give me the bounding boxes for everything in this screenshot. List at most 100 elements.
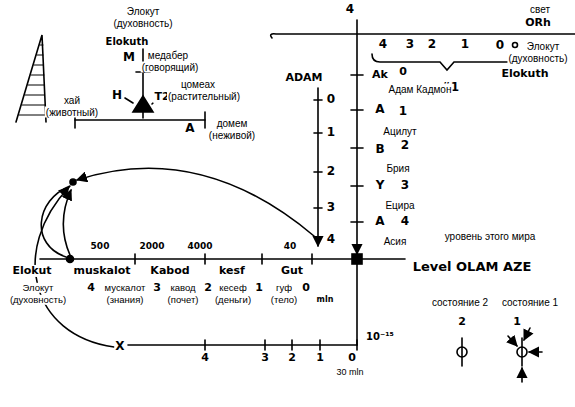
diagram-label: Y [375,179,386,192]
state-arrow [508,336,517,346]
diagram-label: A [184,122,195,135]
diagram-label: 40 [283,242,298,252]
diagram-label: уровень этого мира [444,231,537,242]
diagram-label: 1 [254,282,264,294]
diagram-label: kesf [218,265,246,277]
diagram-label: muskalot [72,265,131,277]
diagram-label: Асия [383,236,408,247]
diagram-label: 4 [86,282,96,294]
top-line [271,34,575,38]
diagram-label: Элокут [22,283,55,293]
diagram-label: кесеф [218,283,247,293]
adam-ticks [314,100,322,208]
diagram-label: 0 [495,39,505,52]
diagram-label: 2 [400,139,410,152]
state-symbol [461,338,463,366]
bottom-axis [128,344,357,346]
diagram-label: 2 [203,282,213,294]
diagram-label: (почет) [167,295,200,305]
diagram-label: 4 [200,352,210,364]
diagram-label: Брия [385,163,410,174]
diagram-label: ADAM [284,72,323,84]
diagram-label: 2 [326,165,336,178]
diagram-label: 10⁻¹⁵ [365,331,395,342]
diagram-label: мускалот [104,283,147,293]
diagram-label: свет [529,4,551,15]
diagram-label: Elokuth [105,36,150,47]
diagram-label: 4 [400,215,410,228]
diagram-label: Elokut [11,265,52,277]
diagram-label: 0 [301,282,311,294]
diagram-label: B [374,143,385,156]
diagram-label: A [374,103,385,116]
diagram-label: 3 [400,179,410,192]
diagram-label: (духовность) [112,18,173,29]
world-axis [40,258,405,260]
diagram-label: 1 [315,352,325,364]
diagram-label: 3 [405,38,415,51]
diagram-label: 3 [326,201,336,214]
diagram-label: (духовность) [507,53,568,64]
diagram-label: Elokuth [500,68,549,80]
diagram-label: хай [63,95,81,106]
diagram-label: кавод [169,283,196,293]
diagram-label: гуф [275,283,293,293]
diagram-label: 2 [457,316,467,328]
light-point [513,43,518,48]
diagram-label: 1 [398,105,408,118]
world-ticks [135,254,312,264]
diagram-label: 4 [345,3,355,16]
diagram-label: (растительный) [167,91,241,102]
diagram-label: 3 [152,282,162,294]
diagram-label: (тело) [270,295,298,305]
return-arrow [77,168,314,236]
diagram-label: состояние 1 [501,297,559,308]
diagram-label: (говорящий) [141,62,200,73]
level-bar [75,119,205,121]
diagram-label: Ецира [384,200,415,211]
diagram-label: 500 [90,242,111,252]
diagram-label: медабер [147,50,189,61]
diagram-label: 30 mln [335,368,364,378]
diagram-label: H [111,89,123,102]
diagram-label: Элокут [126,6,160,17]
diagram-label: Level OLAM AZE [412,260,533,274]
diagram-label: 2 [427,38,437,51]
axis-ticks [351,75,363,222]
source-point [70,179,76,185]
diagram-label: (неживой) [208,130,256,141]
diagram-label: ORh [524,17,552,29]
diagram-label: Адам Кадмон [388,84,453,95]
diagram-label: Ak [371,69,389,81]
diagram-label: (деньги) [214,295,252,305]
diagram-label: 1 [512,316,522,328]
world-point [67,256,74,263]
diagram-label: состояние 2 [431,297,489,308]
diagram-label: (духовность) [9,295,67,305]
diagram-label: 1 [460,38,470,51]
state-arrow [524,328,530,340]
pyramid-outline [16,35,46,122]
state-symbol [521,338,523,366]
diagram-label: Kabod [149,265,190,277]
state-arrow [529,351,542,353]
diagram-label: Gut [280,265,304,277]
diagram-label: 4 [378,38,388,51]
diagram-label: A [374,215,385,228]
figure-arm [152,103,153,104]
diagram-label: цомеах [180,79,216,90]
adam-axis [317,88,319,246]
diagram-label: 3 [260,352,270,364]
figure-arm [125,98,133,103]
diagram-label: Элокут [526,41,560,52]
diagram-label: 2 [287,352,297,364]
diagram-label: 0 [398,66,408,78]
bracket [372,54,520,70]
bottom-ticks [205,340,357,350]
main-axis [356,20,358,254]
diagram-label: 4000 [186,242,213,252]
pyramid-hatch [19,45,45,115]
diagram-label: 0 [326,93,336,106]
